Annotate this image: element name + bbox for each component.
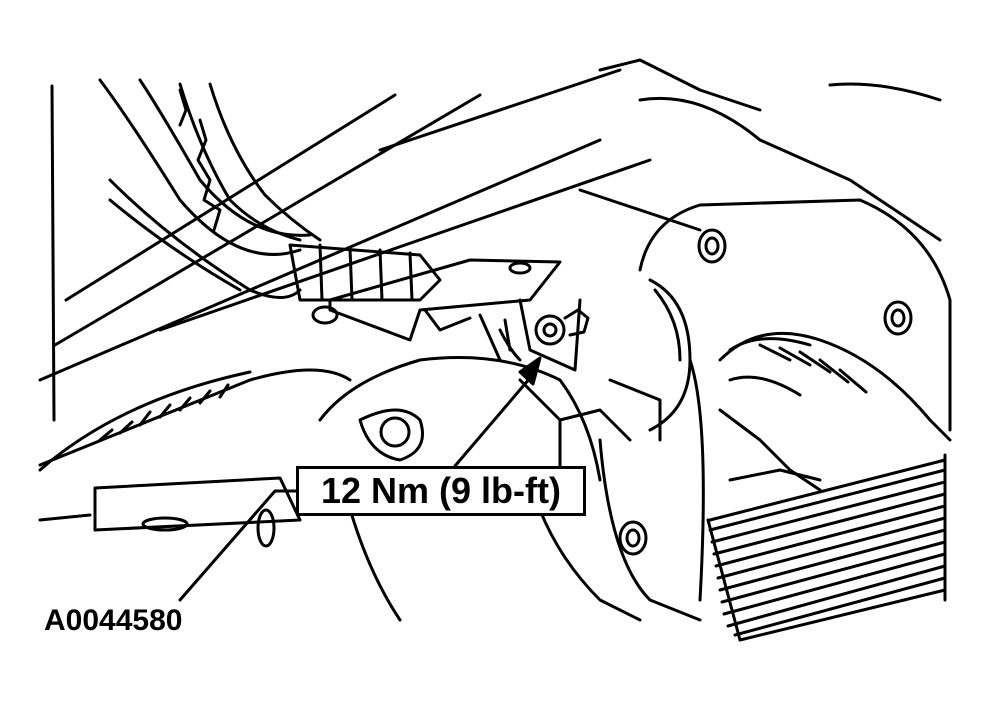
brake-hose	[98, 78, 322, 299]
torque-label: 12 Nm (9 lb-ft)	[320, 470, 561, 511]
leader-arrow	[453, 356, 542, 468]
lower-leader-line	[178, 489, 298, 602]
axle-splines	[706, 453, 947, 642]
hose-fitting	[288, 243, 442, 325]
bracket	[328, 258, 582, 372]
lower-arm	[38, 368, 352, 548]
bolt	[498, 308, 590, 362]
hub-bore	[718, 331, 952, 492]
hub-flange	[598, 198, 952, 622]
frame-rails	[38, 58, 942, 422]
torque-callout: 12 Nm (9 lb-ft)	[296, 466, 586, 516]
figure-id: A0044580	[44, 604, 183, 637]
